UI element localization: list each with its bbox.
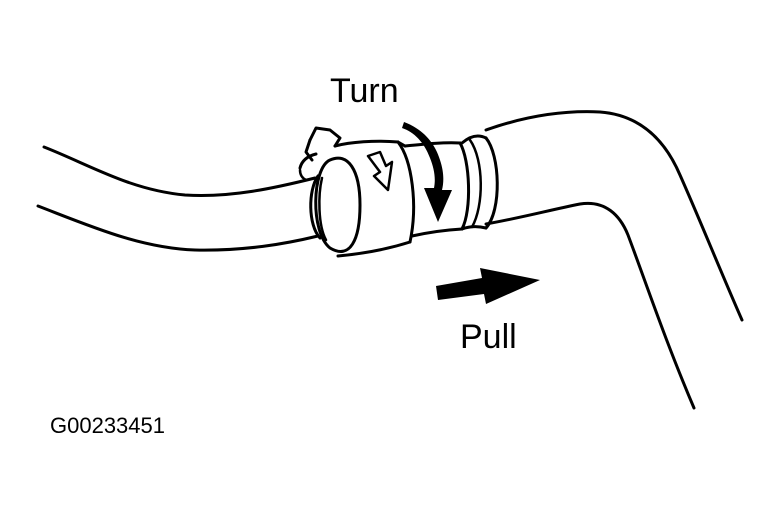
left-tube-lower-edge (36, 204, 320, 252)
hose-fitting (460, 134, 499, 231)
tube-inner-ring (309, 174, 322, 240)
turn-label: Turn (330, 72, 399, 110)
left-tube-upper-edge (42, 145, 317, 197)
pull-label: Pull (460, 318, 517, 356)
figure-id: G00233451 (50, 413, 165, 438)
turn-arrow (402, 122, 452, 222)
quick-connector-collar (298, 126, 470, 258)
tube-inner-ring-2 (298, 168, 308, 182)
hose-lower-edge (484, 201, 696, 410)
pull-arrow (436, 268, 540, 304)
hose-upper-edge (484, 110, 744, 322)
